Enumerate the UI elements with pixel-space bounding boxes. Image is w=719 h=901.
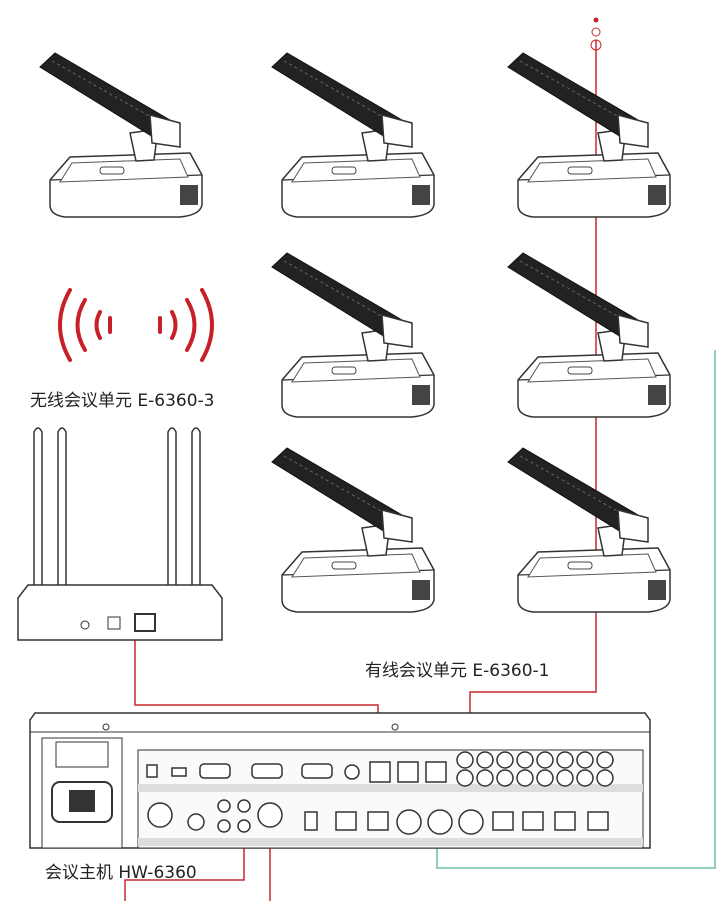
wired-conference-unit <box>507 252 671 418</box>
wired-conference-unit <box>271 52 435 218</box>
wireless-unit-label: 无线会议单元 E-6360-3 <box>30 391 215 411</box>
wired-conference-unit <box>271 447 435 613</box>
conference-host-rear-panel <box>29 712 651 849</box>
wired-conference-unit <box>271 252 435 418</box>
wired-conference-unit <box>507 447 671 613</box>
green-cable <box>436 350 716 869</box>
wireless-conference-unit <box>39 52 203 218</box>
wireless-router <box>17 427 223 641</box>
host-label: 会议主机 HW-6360 <box>45 863 197 883</box>
wireless-signal-icon <box>58 288 214 362</box>
wired-conference-unit <box>507 52 671 218</box>
wired-unit-label: 有线会议单元 E-6360-1 <box>365 661 550 681</box>
